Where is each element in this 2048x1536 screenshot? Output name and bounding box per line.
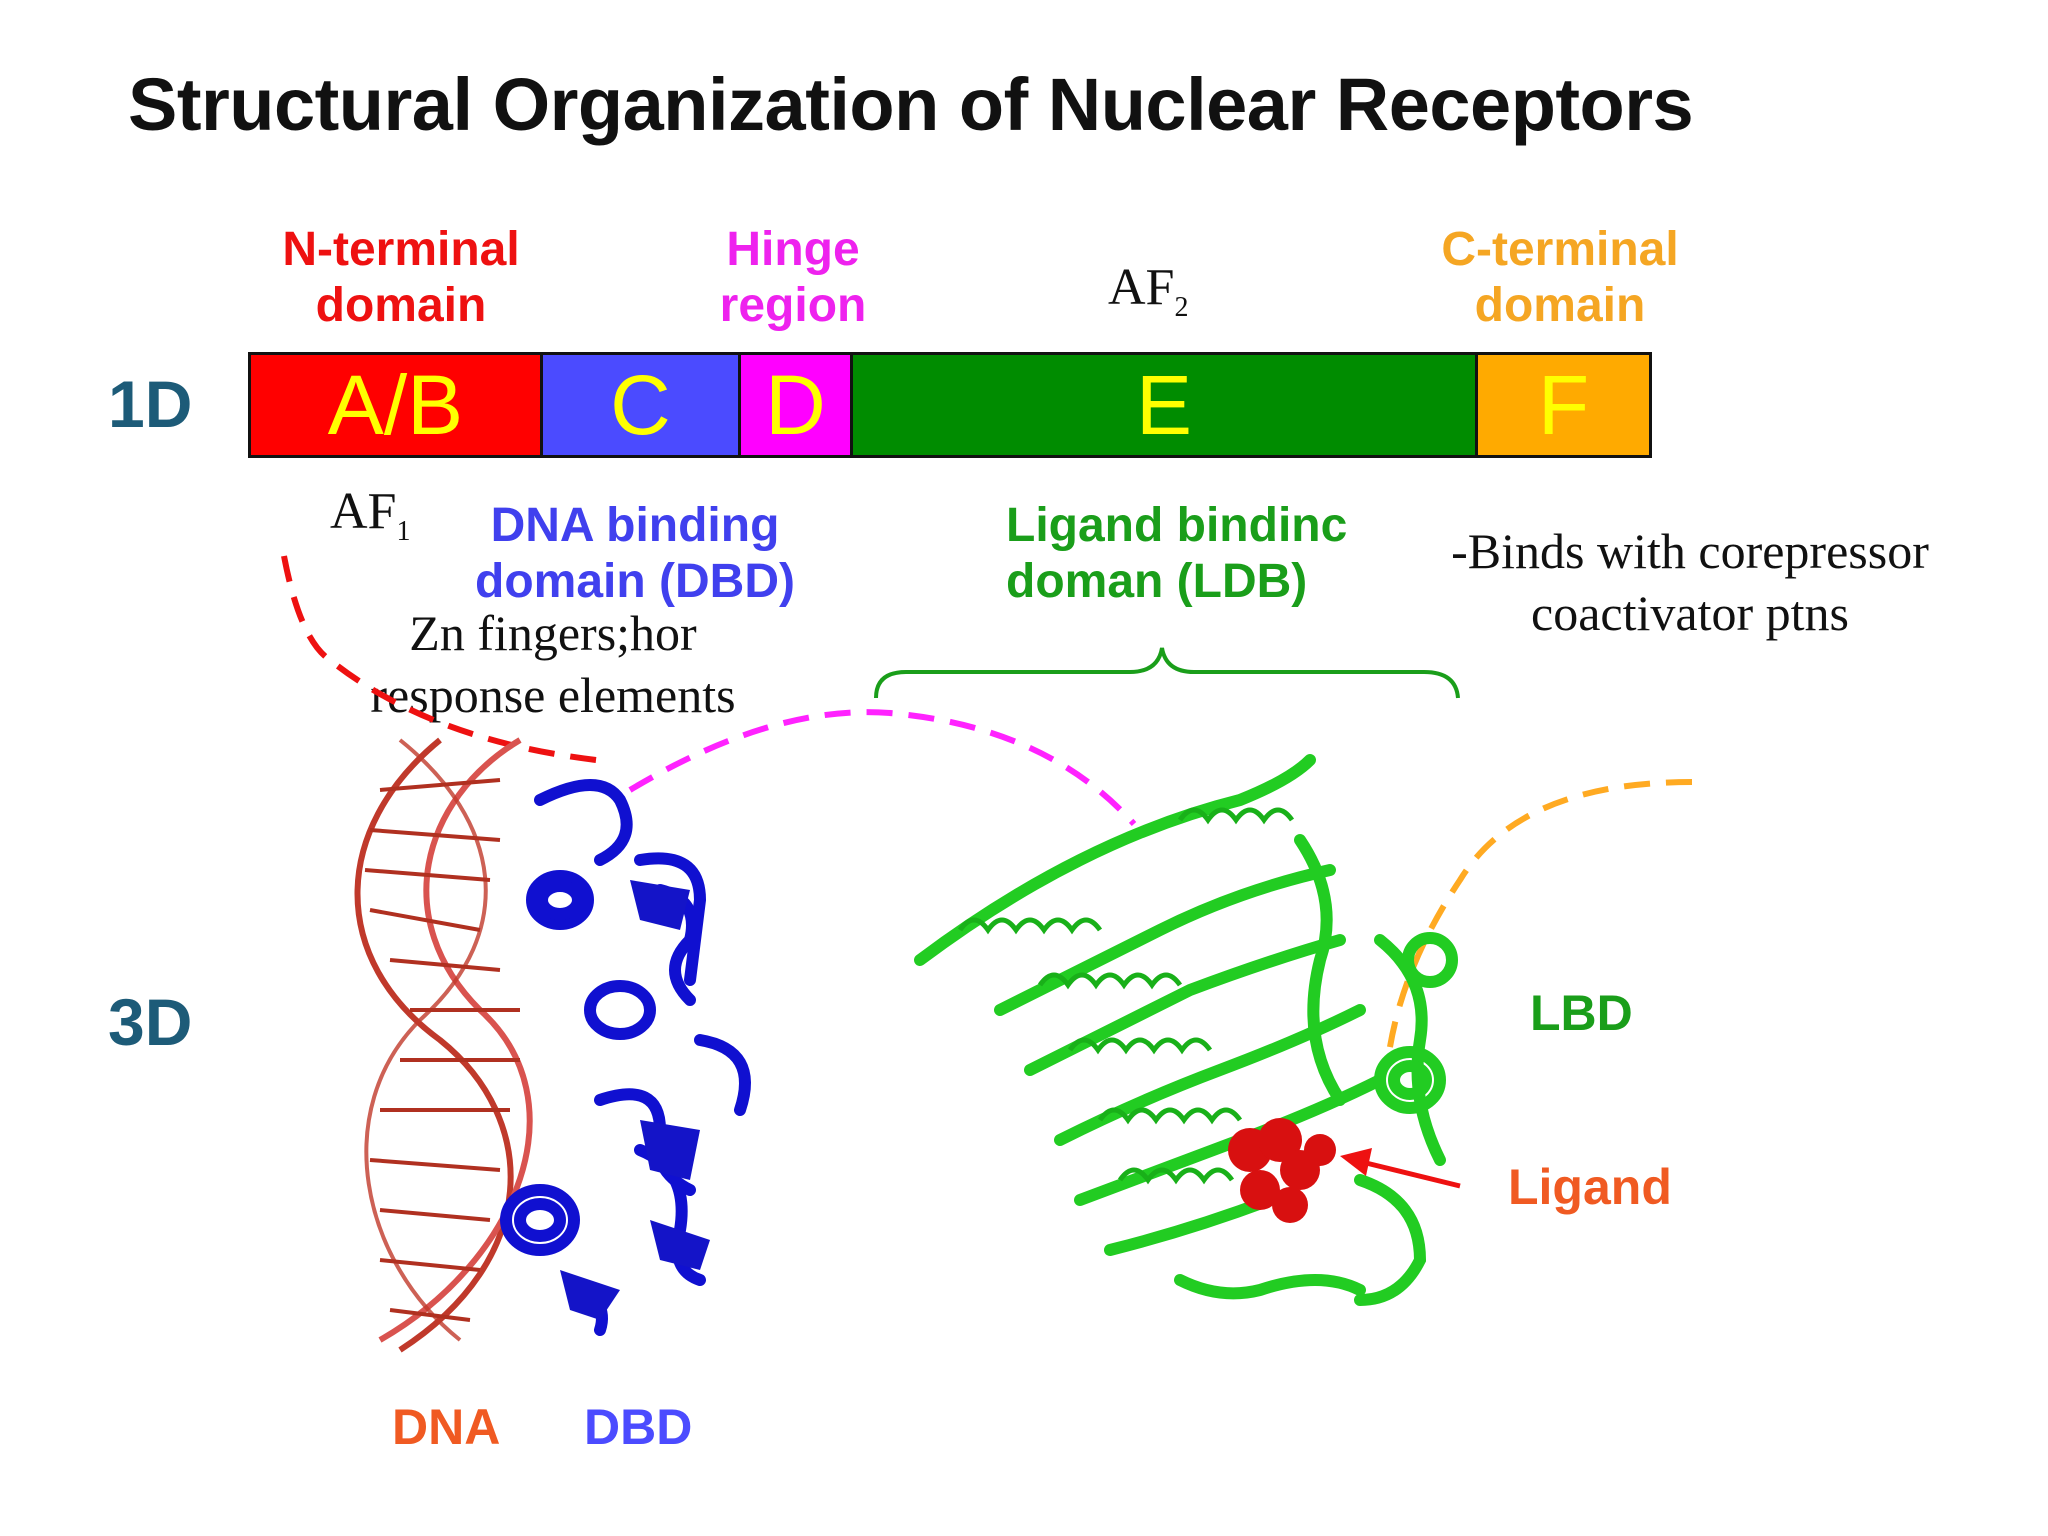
label-3d: 3D: [108, 985, 193, 1059]
lbd-protein: [914, 754, 1458, 1306]
zn-fingers-note: Zn fingers;hor response elements: [370, 605, 736, 723]
segment-c: C: [543, 355, 741, 455]
binds-note: -Binds with corepressor coactivator ptns: [1451, 523, 1929, 641]
lbd-header: Ligand bindinc doman (LDB): [1006, 499, 1348, 608]
lbd-coil-marks: [957, 807, 1295, 1185]
dna-label: DNA: [392, 1399, 501, 1455]
segment-f: F: [1478, 355, 1649, 455]
dbd-protein: [500, 779, 751, 1336]
lbd-label: LBD: [1530, 985, 1633, 1041]
ligand-arrow: [1340, 1148, 1461, 1189]
segment-ab: A/B: [251, 355, 543, 455]
label-1d: 1D: [108, 367, 193, 441]
c-terminal-dashed-link: [1385, 779, 1693, 1061]
ligand-label: Ligand: [1508, 1159, 1672, 1215]
dna-base-pairs: [364, 778, 520, 1322]
segment-e: E: [853, 355, 1478, 455]
dbd-header: DNA binding domain (DBD): [475, 499, 795, 608]
page-title: Structural Organization of Nuclear Recep…: [128, 63, 1694, 146]
segment-d: D: [741, 355, 853, 455]
domain-bar: A/B C D E F: [248, 352, 1652, 458]
af2-label: AF2: [1108, 259, 1189, 323]
n-terminal-header: N-terminal domain: [282, 223, 520, 332]
hinge-header: Hinge region: [719, 223, 867, 332]
c-terminal-header: C-terminal domain: [1441, 223, 1679, 332]
dbd-sheets: [560, 880, 710, 1320]
lbd-brace: [874, 647, 1460, 699]
af1-label: AF1: [330, 483, 411, 547]
ligand-molecule: [1228, 1118, 1336, 1223]
dbd-label: DBD: [584, 1399, 693, 1455]
af1-dashed-link: [281, 555, 597, 763]
hinge-dashed-link: [628, 709, 1137, 826]
